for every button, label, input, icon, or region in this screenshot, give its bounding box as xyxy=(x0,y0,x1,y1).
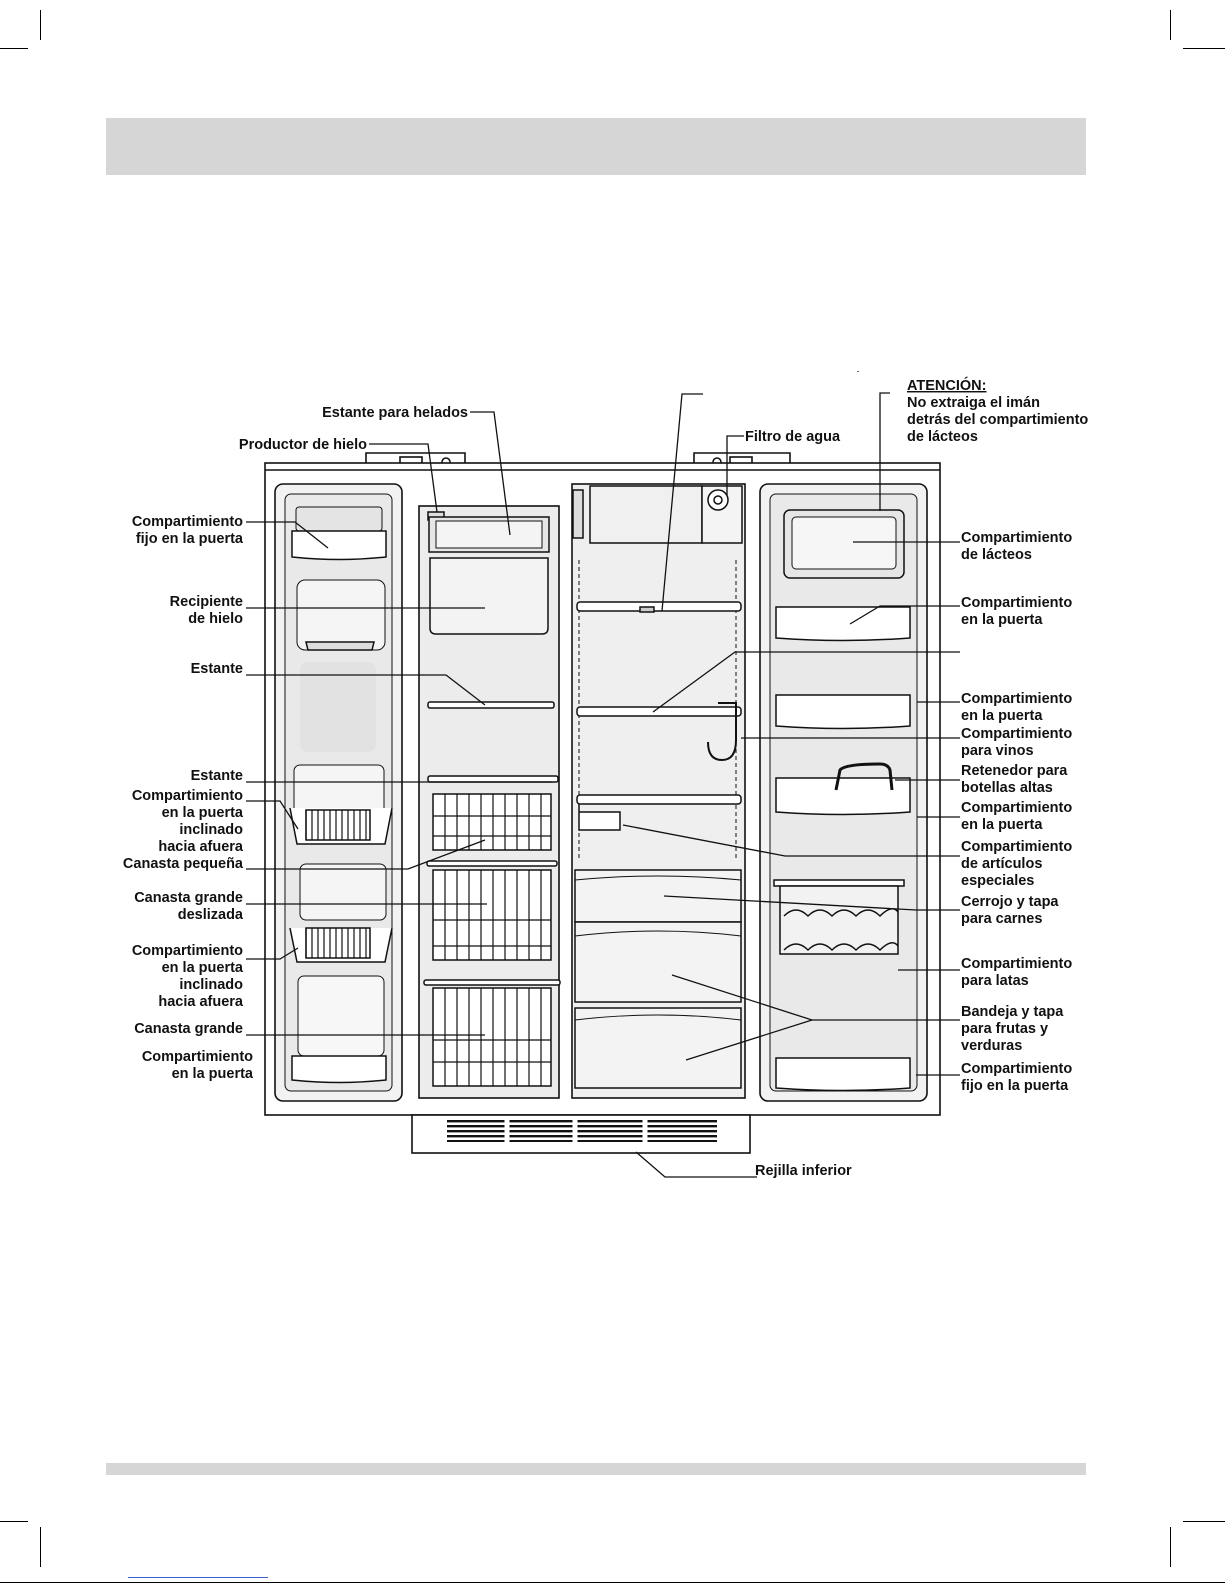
attention-title: ATENCIÓN: xyxy=(907,376,986,394)
label-large-basket: Canasta grande xyxy=(134,1021,243,1037)
fresh-food-interior xyxy=(572,485,743,1089)
crop-mark xyxy=(0,1521,28,1522)
leader-lines xyxy=(246,371,960,1178)
crop-mark xyxy=(0,48,28,49)
crop-mark xyxy=(1183,1521,1225,1522)
baseline-rule xyxy=(0,1582,1225,1583)
label-water-filter: Filtro de agua xyxy=(745,429,841,445)
label-ice-maker: Productor de hielo xyxy=(239,437,367,453)
crop-mark xyxy=(40,1527,41,1567)
label-ice-cream-shelf: Estante para helados xyxy=(322,405,468,421)
label-shelf: Estante xyxy=(191,768,243,784)
label-small-basket: Canasta pequeña xyxy=(123,856,244,872)
crop-mark xyxy=(1170,10,1171,40)
right-door-bins xyxy=(773,509,911,1092)
crop-mark xyxy=(1183,48,1225,49)
label-shelf: Estante xyxy=(191,661,243,677)
footer-bar xyxy=(106,1463,1086,1475)
left-door-bins xyxy=(289,506,393,1084)
label-bottom-grille: Rejilla inferior xyxy=(755,1163,852,1179)
freezer-interior xyxy=(423,511,561,1087)
labels-left: Estante para helados Productor de hielo … xyxy=(123,405,468,1082)
crop-mark xyxy=(40,10,41,40)
labels-right: Filtro de agua ATENCIÓN: No extraiga el … xyxy=(745,376,1088,1179)
page-link-underline xyxy=(128,1577,268,1578)
crop-mark xyxy=(1170,1527,1171,1567)
section-header-bar xyxy=(106,118,1086,175)
